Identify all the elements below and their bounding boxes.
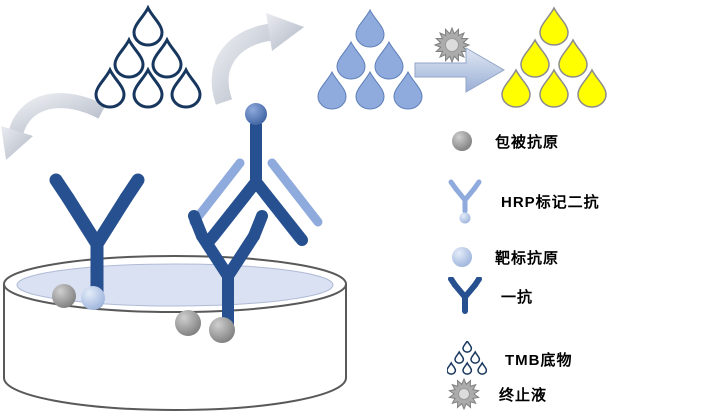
product-droplet-icon [558, 39, 588, 78]
hrp-secondary-antibody [204, 119, 308, 246]
microplate-well [3, 255, 347, 411]
product-droplet-icon [539, 7, 569, 46]
product-droplet-icon [501, 69, 531, 108]
substrate-droplet-icon [336, 41, 366, 80]
substrate-droplet-icon [355, 9, 385, 48]
well-body [3, 284, 347, 411]
product-droplet-icon [539, 69, 569, 108]
colored-product-drops [501, 7, 607, 108]
stop-solution-burst-icon [433, 26, 471, 64]
substrate-droplet-icon [317, 71, 347, 110]
substrate-droplet-icon [393, 71, 423, 110]
coating-antigen-sphere [209, 317, 235, 343]
tmb-droplet-icon [113, 38, 145, 79]
substrate-droplet-icon [355, 71, 385, 110]
coating-antigen-sphere [175, 310, 201, 336]
target-antigen-sphere [81, 286, 105, 310]
product-droplet-icon [577, 69, 607, 108]
product-droplet-icon [520, 39, 550, 78]
tmb-droplet-icon [132, 6, 164, 47]
right-arrow-icon [414, 47, 505, 93]
reacting-substrate-drops [317, 9, 423, 110]
antibody-sandwich-complex [175, 103, 323, 343]
hrp-enzyme-sphere [245, 103, 267, 125]
tmb-droplet-icon [151, 38, 183, 79]
curved-arrow-left-icon [1, 93, 106, 160]
curved-arrow-center-icon [211, 13, 304, 105]
substrate-droplet-icon [374, 41, 404, 80]
antigen-sphere-gray [52, 284, 76, 308]
tmb-substrate-drops [94, 6, 202, 109]
